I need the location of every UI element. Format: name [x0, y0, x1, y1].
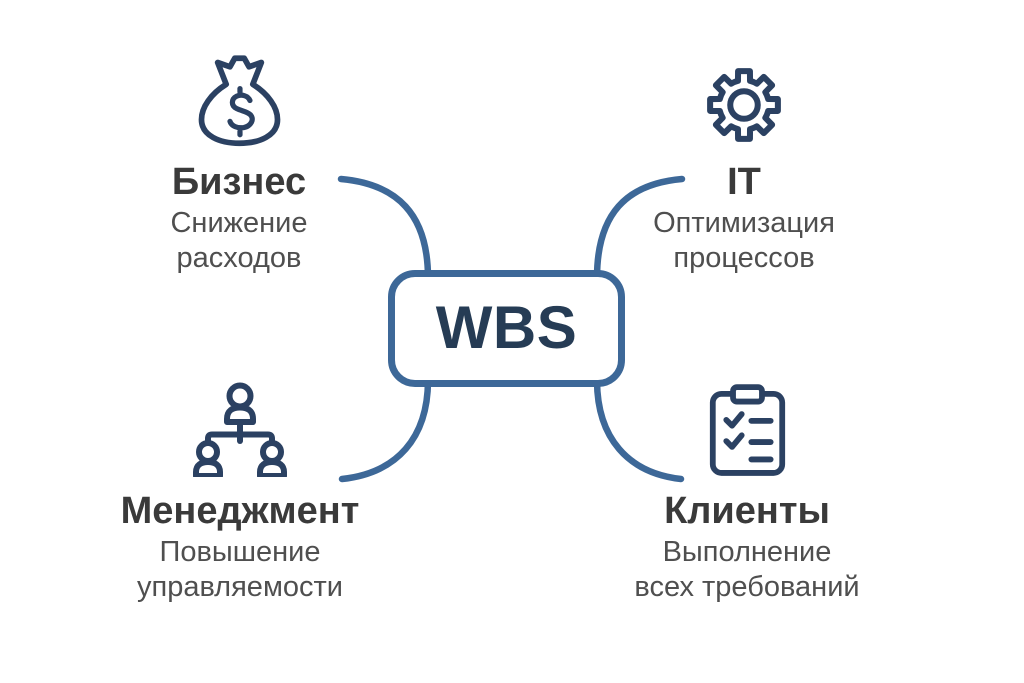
node-it-title: IT — [727, 161, 761, 203]
node-it: IT Оптимизация процессов — [584, 52, 904, 275]
node-business: Бизнес Снижение расходов — [79, 52, 399, 275]
node-it-subtitle: Оптимизация процессов — [653, 207, 835, 274]
wbs-label: WBS — [435, 293, 578, 361]
connector-bottom-left — [338, 376, 432, 483]
node-management: Менеджмент Повышение управляемости — [80, 381, 400, 604]
gear-icon — [707, 68, 781, 142]
connector-bottom-right — [593, 376, 685, 483]
money-bag-icon — [198, 55, 280, 147]
wbs-center-node: WBS — [388, 270, 625, 387]
node-clients-icon-wrap — [587, 381, 907, 477]
node-clients-title: Клиенты — [664, 490, 830, 532]
clipboard-checklist-icon — [709, 384, 785, 476]
node-business-icon-wrap — [79, 52, 399, 148]
connector-top-left — [337, 175, 432, 282]
node-management-subtitle: Повышение управляемости — [136, 536, 343, 603]
org-chart-icon — [193, 382, 287, 477]
connector-top-right — [593, 175, 686, 282]
node-business-title: Бизнес — [171, 161, 307, 203]
node-management-title: Менеджмент — [120, 490, 360, 532]
node-it-icon-wrap — [584, 52, 904, 148]
node-clients-subtitle: Выполнение всех требований — [634, 536, 860, 603]
node-clients: Клиенты Выполнение всех требований — [587, 381, 907, 604]
node-business-subtitle: Снижение расходов — [170, 207, 308, 274]
node-management-icon-wrap — [80, 381, 400, 477]
